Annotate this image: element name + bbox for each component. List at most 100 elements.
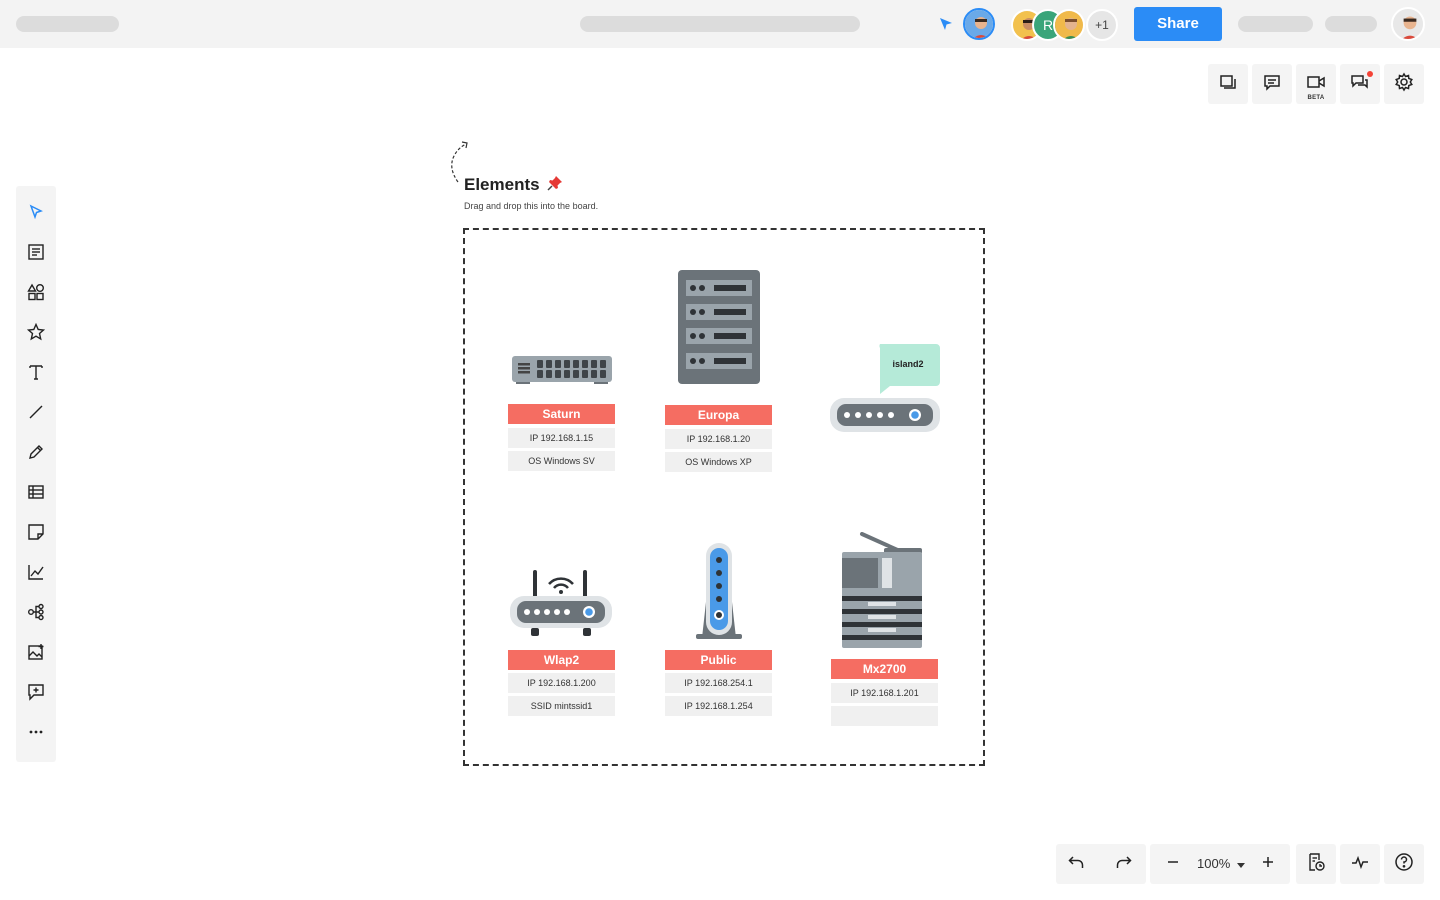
- pages-icon: [1218, 72, 1238, 97]
- user-avatar[interactable]: [1391, 7, 1425, 41]
- pen-icon: [27, 443, 45, 466]
- pin-icon: [547, 175, 563, 196]
- plus-icon: [1261, 855, 1275, 874]
- device-name-mx2700[interactable]: Mx2700: [831, 659, 938, 679]
- shapes-tool-button[interactable]: [16, 274, 56, 314]
- undo-button[interactable]: [1056, 844, 1096, 884]
- image-tool-button[interactable]: [16, 634, 56, 674]
- redo-icon: [1115, 853, 1133, 876]
- board-history-button[interactable]: [1296, 844, 1336, 884]
- chevron-down-icon: [1236, 857, 1245, 872]
- more-tools-button[interactable]: [16, 714, 56, 754]
- zoom-out-button[interactable]: [1153, 844, 1193, 884]
- table-icon: [27, 483, 45, 506]
- printer-icon[interactable]: [840, 532, 924, 653]
- minus-icon: [1166, 855, 1180, 874]
- image-icon: [27, 643, 45, 666]
- table-tool-button[interactable]: [16, 474, 56, 514]
- undo-icon: [1067, 853, 1085, 876]
- activity-icon: [1350, 852, 1370, 877]
- notification-dot: [1367, 71, 1373, 77]
- mindmap-icon: [27, 603, 45, 626]
- device-ip-mx2700: IP 192.168.1.201: [831, 683, 938, 703]
- device-ssid-wlap2: SSID mintssid1: [508, 696, 615, 716]
- device-ip-europa: IP 192.168.1.20: [665, 429, 772, 449]
- board-title-placeholder[interactable]: [580, 16, 860, 32]
- activity-button[interactable]: [1340, 844, 1380, 884]
- switch-icon[interactable]: [510, 354, 614, 391]
- shapes-icon: [27, 283, 45, 306]
- add-comment-icon: [27, 683, 45, 706]
- frame-title-text: Elements: [464, 175, 540, 194]
- share-button[interactable]: Share: [1134, 7, 1222, 41]
- more-collaborators-badge[interactable]: +1: [1086, 9, 1118, 41]
- speech-bubble-icon[interactable]: [876, 344, 940, 399]
- device-os-saturn: OS Windows SV: [508, 451, 615, 471]
- elements-frame[interactable]: [463, 228, 985, 766]
- line-icon: [27, 403, 45, 426]
- zoom-in-button[interactable]: [1248, 844, 1288, 884]
- help-button[interactable]: [1384, 844, 1424, 884]
- left-toolbar: [16, 186, 56, 762]
- settings-icon: [1394, 72, 1414, 97]
- wireless-router-icon[interactable]: [509, 566, 613, 643]
- mindmap-tool-button[interactable]: [16, 594, 56, 634]
- line-tool-button[interactable]: [16, 394, 56, 434]
- menu-placeholder-1[interactable]: [1238, 16, 1313, 32]
- board-name-placeholder[interactable]: [16, 16, 119, 32]
- more-icon: [27, 723, 45, 746]
- chat-button[interactable]: [1340, 64, 1380, 104]
- device-name-wlap2[interactable]: Wlap2: [508, 650, 615, 670]
- text-tool-button[interactable]: [16, 354, 56, 394]
- pages-button[interactable]: [1208, 64, 1248, 104]
- text-icon: [27, 363, 45, 386]
- sticky-note-icon: [27, 523, 45, 546]
- device-ip-public-1: IP 192.168.254.1: [665, 673, 772, 693]
- document-tool-button[interactable]: [16, 234, 56, 274]
- zoom-controls: [1150, 844, 1290, 884]
- device-empty-row-mx2700: [831, 706, 938, 726]
- collaborator-initial: R: [1042, 17, 1054, 33]
- pen-tool-button[interactable]: [16, 434, 56, 474]
- device-os-europa: OS Windows XP: [665, 452, 772, 472]
- current-editor-avatar[interactable]: [963, 8, 995, 40]
- history-icon: [1306, 852, 1326, 877]
- sticky-note-tool-button[interactable]: [16, 514, 56, 554]
- video-icon: [1306, 72, 1326, 97]
- menu-placeholder-2[interactable]: [1325, 16, 1377, 32]
- select-icon: [27, 203, 45, 226]
- video-button[interactable]: BETA: [1296, 64, 1336, 104]
- collaborator-avatar-3[interactable]: [1053, 9, 1085, 41]
- cursor-icon: [938, 16, 954, 37]
- modem-icon[interactable]: [829, 397, 941, 438]
- star-icon: [26, 322, 46, 346]
- help-icon: [1394, 852, 1414, 877]
- stickers-tool-button[interactable]: [16, 314, 56, 354]
- zoom-level: 100%: [1197, 856, 1231, 871]
- add-comment-tool-button[interactable]: [16, 674, 56, 714]
- history-controls: [1056, 844, 1146, 884]
- document-icon: [27, 243, 45, 266]
- beta-label: BETA: [1307, 95, 1325, 101]
- device-ip-wlap2: IP 192.168.1.200: [508, 673, 615, 693]
- comments-icon: [1262, 72, 1282, 97]
- frame-title[interactable]: Elements: [464, 175, 563, 196]
- settings-button[interactable]: [1384, 64, 1424, 104]
- redo-button[interactable]: [1104, 844, 1144, 884]
- board-history-icon-wrap: [1296, 844, 1336, 884]
- activity-icon-wrap: [1340, 844, 1380, 884]
- device-name-public[interactable]: Public: [665, 650, 772, 670]
- chart-tool-button[interactable]: [16, 554, 56, 594]
- server-rack-icon[interactable]: [678, 270, 760, 389]
- comments-button[interactable]: [1252, 64, 1292, 104]
- bubble-label-island2: island2: [892, 359, 924, 369]
- chart-icon: [27, 563, 45, 586]
- device-name-europa[interactable]: Europa: [665, 405, 772, 425]
- chat-icon: [1350, 72, 1370, 97]
- zoom-level-dropdown[interactable]: 100%: [1197, 856, 1245, 872]
- vertical-modem-icon[interactable]: [694, 542, 744, 645]
- select-tool-button[interactable]: [16, 194, 56, 234]
- help-icon-wrap: [1384, 844, 1424, 884]
- device-name-saturn[interactable]: Saturn: [508, 404, 615, 424]
- device-ip-saturn: IP 192.168.1.15: [508, 428, 615, 448]
